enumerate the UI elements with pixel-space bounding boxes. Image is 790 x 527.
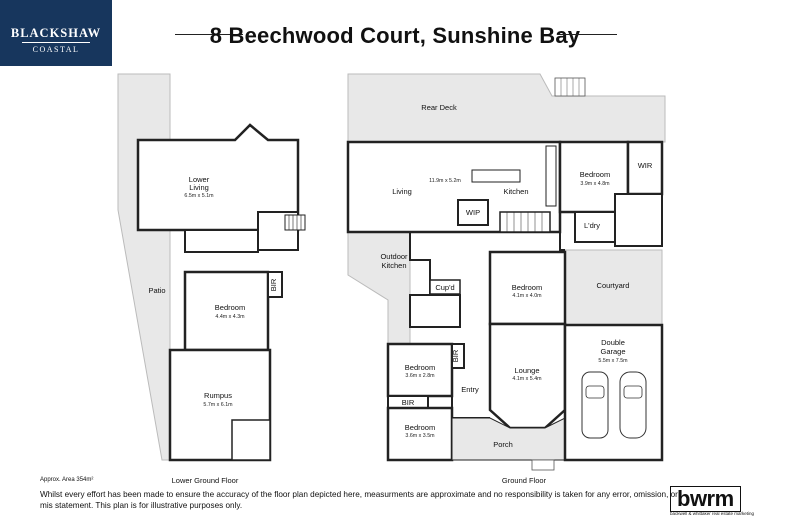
label-bir-3: BIR	[451, 349, 460, 362]
kitchen-bench	[545, 145, 557, 207]
courtyard-area	[564, 249, 663, 326]
lower-stair	[284, 214, 306, 231]
bedroom-3	[386, 342, 454, 398]
logo-name: BLACKSHAW	[10, 26, 102, 40]
bir-3	[451, 343, 465, 369]
label-porch: Porch	[493, 440, 513, 449]
dim-bedroom-3: 3.6m x 2.8m	[405, 373, 435, 379]
patio-area	[117, 73, 171, 461]
label-bir-4: BIR	[402, 398, 415, 407]
porch-steps	[531, 459, 555, 471]
car-2-windscreen	[623, 385, 643, 399]
dim-living: 11.9m x 5.2m	[429, 178, 461, 184]
label-lower-ground-floor: Lower Ground Floor	[172, 476, 239, 485]
dim-lower-living: 6.5m x 5.1m	[184, 193, 214, 199]
logo-rule	[22, 42, 90, 43]
label-wir: WIR	[638, 161, 653, 170]
hall-wall-east	[559, 232, 565, 251]
dim-lower-bedroom: 4.4m x 4.3m	[215, 314, 245, 320]
lower-living-room	[136, 123, 300, 232]
bwrm-wordmark: bwrm	[670, 486, 741, 512]
car-2	[619, 371, 647, 439]
label-courtyard: Courtyard	[597, 281, 630, 290]
label-master-bedroom: Bedroom	[580, 170, 610, 179]
label-rear-deck: Rear Deck	[421, 103, 457, 112]
dim-bedroom-2: 4.1m x 4.0m	[512, 293, 542, 299]
label-bedroom-4: Bedroom	[405, 423, 435, 432]
label-ground-floor: Ground Floor	[502, 476, 547, 485]
agency-logo: BLACKSHAW COASTAL	[0, 0, 112, 66]
label-lower-bedroom: Bedroom	[215, 303, 245, 312]
logo-subtitle: COASTAL	[32, 45, 80, 54]
bwrm-tagline: backwell & whittaker real estate marketi…	[670, 511, 755, 516]
bwrm-logo: bwrm backwell & whittaker real estate ma…	[670, 486, 754, 516]
wip-room	[457, 199, 489, 226]
rear-deck	[347, 73, 666, 143]
dim-rumpus: 5.7m x 6.1m	[203, 402, 233, 408]
car-1	[581, 371, 609, 439]
laundry-room	[574, 211, 616, 243]
label-bedroom-2: Bedroom	[512, 283, 542, 292]
title-rule-right	[557, 34, 617, 35]
approx-area: Approx. Area 354m²	[40, 477, 94, 483]
kitchen-island	[471, 169, 521, 183]
disclaimer-text: Whilst every effort has been made to ens…	[40, 490, 678, 510]
lower-bedroom	[183, 270, 270, 352]
label-living: Living	[392, 187, 412, 196]
label-entry: Entry	[461, 385, 479, 394]
lower-ground-floor	[117, 73, 306, 462]
label-lounge: Lounge	[514, 366, 539, 375]
label-bedroom-3: Bedroom	[405, 363, 435, 372]
title-rule-left	[175, 34, 243, 35]
bathroom	[409, 294, 461, 328]
lower-bir	[267, 271, 283, 298]
dim-lounge: 4.1m x 5.4m	[512, 376, 542, 382]
label-kitchen: Kitchen	[503, 187, 528, 196]
page-title: 8 Beechwood Court, Sunshine Bay	[209, 23, 581, 48]
deck-stair	[554, 77, 586, 97]
car-1-windscreen	[585, 385, 605, 399]
internal-stair	[499, 211, 551, 233]
entry-wall	[451, 396, 490, 419]
dim-bedroom-4: 3.6m x 3.5m	[405, 433, 435, 439]
ensuite	[614, 193, 663, 247]
label-patio: Patio	[148, 286, 165, 295]
label-cupd: Cup'd	[435, 283, 454, 292]
label-lower-bir: BIR	[269, 278, 278, 291]
dim-master-bedroom: 3.9m x 4.8m	[580, 181, 610, 187]
rumpus-cupboard	[231, 419, 271, 461]
label-wip: WIP	[466, 208, 480, 217]
lower-bathroom	[184, 229, 259, 253]
dim-garage: 5.5m x 7.5m	[598, 358, 628, 364]
label-rumpus: Rumpus	[204, 391, 232, 400]
ground-floor	[346, 73, 666, 471]
label-laundry: L'dry	[584, 221, 600, 230]
porch-area	[451, 417, 566, 461]
